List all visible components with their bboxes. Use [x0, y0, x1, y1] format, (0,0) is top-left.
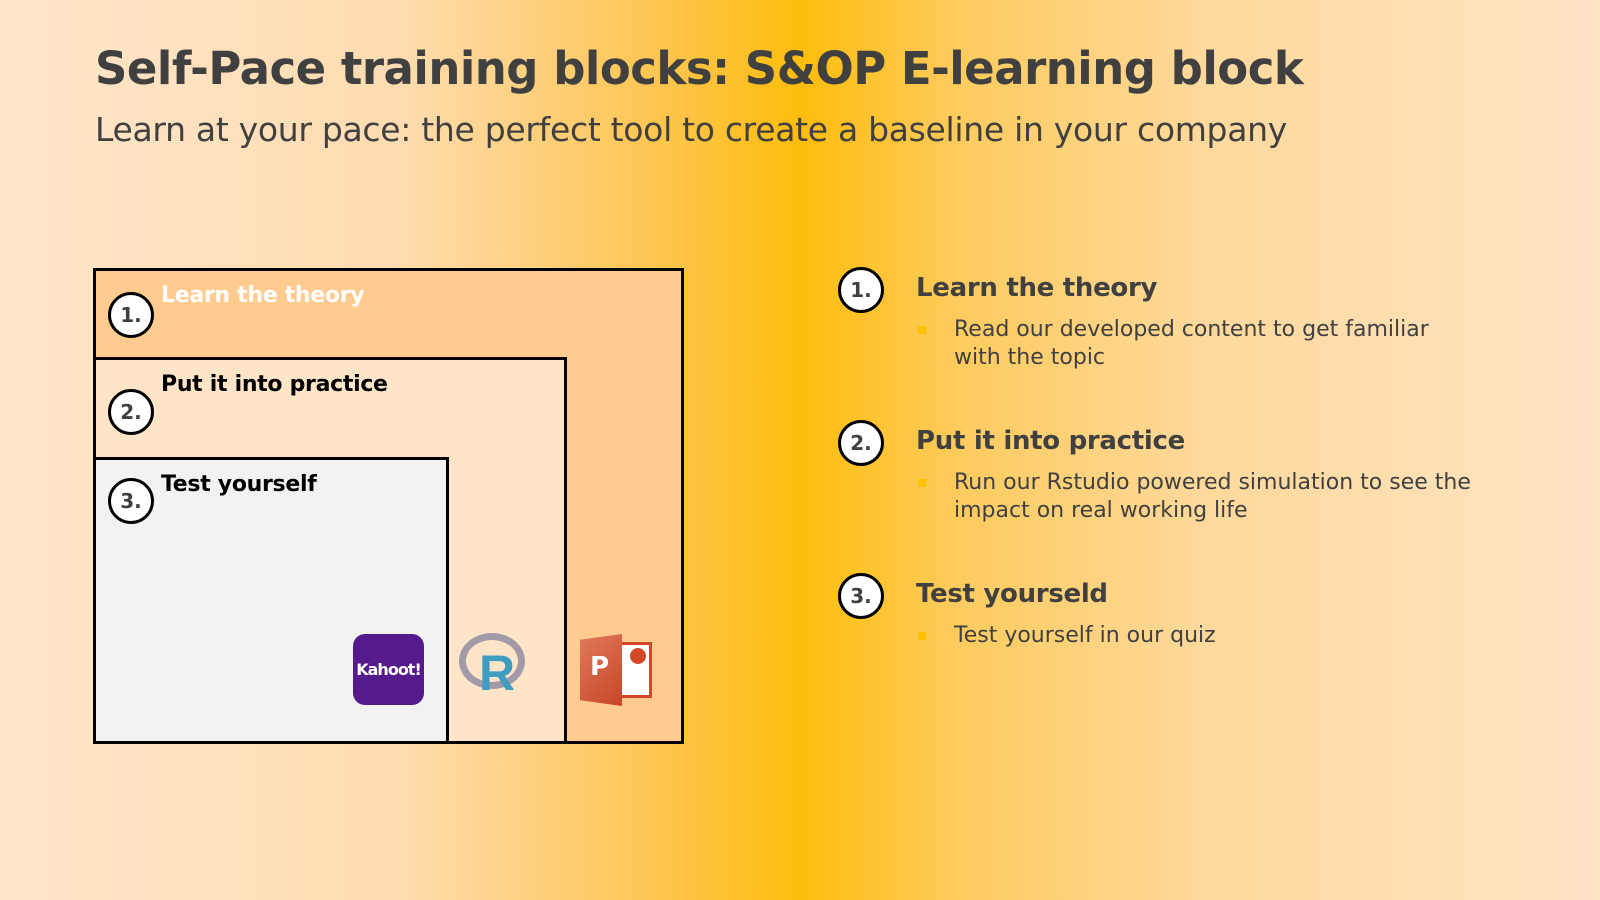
- number-badge: 3.: [838, 573, 884, 619]
- powerpoint-logo-text: P: [590, 652, 610, 682]
- bullet-icon: [918, 632, 926, 640]
- number-badge: 1.: [108, 292, 154, 338]
- block-label: Test yourself: [161, 472, 317, 497]
- step-heading: Put it into practice: [916, 426, 1185, 456]
- step-description: Test yourself in our quiz: [954, 623, 1216, 648]
- bullet-icon: [918, 479, 926, 487]
- page-title: Self-Pace training blocks: S&OP E-learni…: [95, 42, 1304, 95]
- number-badge: 2.: [838, 420, 884, 466]
- kahoot-logo-text: Kahoot!: [356, 660, 422, 679]
- step-description: Read our developed content to get famili…: [954, 317, 1429, 370]
- page-subtitle: Learn at your pace: the perfect tool to …: [95, 110, 1287, 149]
- powerpoint-logo: P: [580, 634, 654, 706]
- block-label: Put it into practice: [161, 372, 388, 397]
- step-heading: Test yourseld: [916, 579, 1108, 609]
- r-logo-text: R: [479, 645, 516, 701]
- number-badge: 2.: [108, 389, 154, 435]
- step-description: Run our Rstudio powered simulation to se…: [954, 470, 1471, 523]
- r-logo: R: [459, 633, 527, 703]
- kahoot-logo: Kahoot!: [353, 634, 424, 705]
- bullet-icon: [918, 326, 926, 334]
- number-badge: 1.: [838, 267, 884, 313]
- block-label: Learn the theory: [161, 283, 365, 308]
- step-heading: Learn the theory: [916, 273, 1158, 303]
- number-badge: 3.: [108, 478, 154, 524]
